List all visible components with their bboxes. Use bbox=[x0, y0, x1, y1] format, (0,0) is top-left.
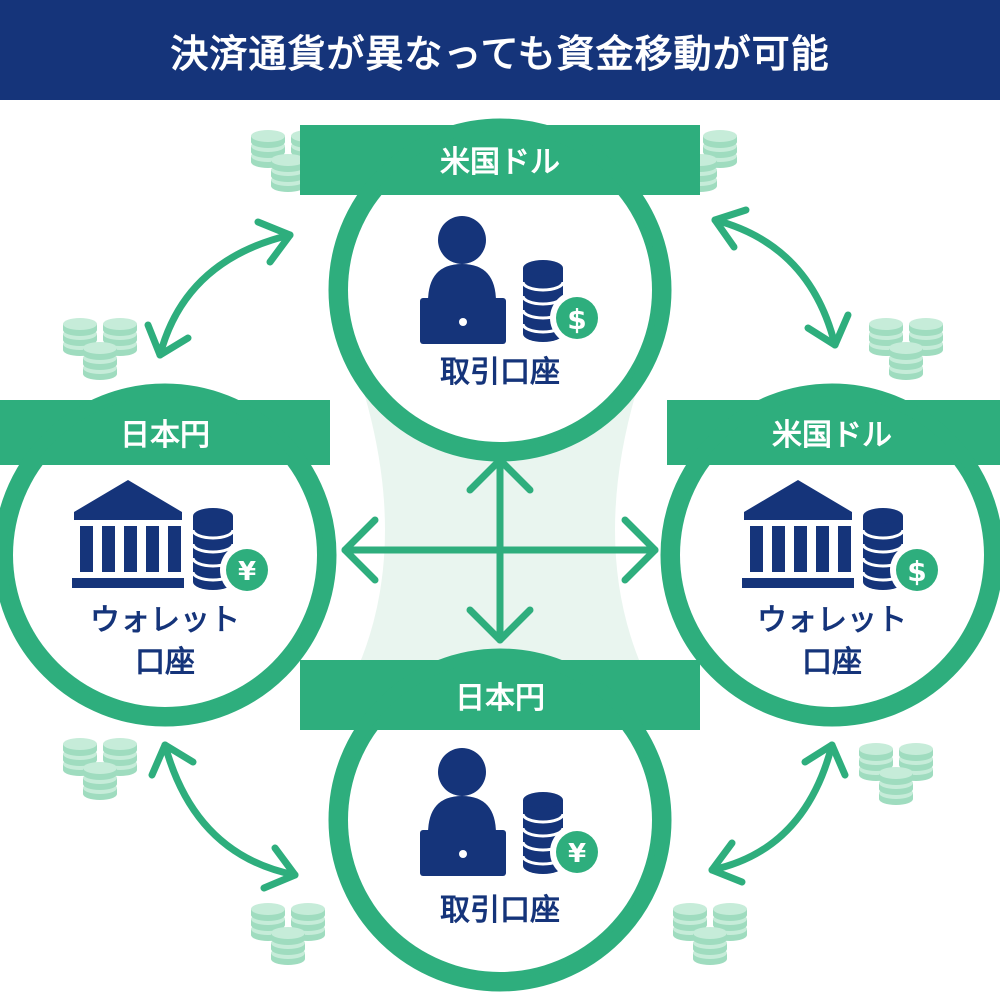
yen-coin-icon: ¥ bbox=[550, 825, 604, 879]
double-arrow-top-right-icon bbox=[711, 206, 852, 349]
double-arrow-bottom-right-icon bbox=[708, 741, 849, 886]
currency-label: 日本円 bbox=[120, 418, 210, 453]
person-laptop-icon bbox=[420, 748, 506, 876]
coin-pile-icon bbox=[63, 738, 137, 800]
account-type-label: ウォレット bbox=[90, 603, 240, 638]
title-banner: 決済通貨が異なっても資金移動が可能 bbox=[0, 0, 1000, 100]
coin-pile-icon bbox=[63, 318, 137, 380]
svg-text:$: $ bbox=[907, 555, 926, 588]
double-arrow-bottom-left-icon bbox=[148, 741, 299, 892]
currency-label: 米国ドル bbox=[772, 418, 892, 453]
yen-coin-icon: ¥ bbox=[220, 543, 274, 597]
bank-icon bbox=[742, 480, 854, 588]
four-way-arrow-icon bbox=[341, 456, 659, 644]
coin-pile-icon bbox=[251, 903, 325, 965]
dollar-coin-icon: $ bbox=[890, 543, 944, 597]
account-type-label: 口座 bbox=[135, 645, 195, 680]
coin-pile-icon bbox=[859, 743, 933, 805]
node-right: 米国ドル $ ウォレット 口座 bbox=[660, 383, 1000, 727]
account-type-label: 取引口座 bbox=[440, 355, 560, 390]
account-type-label: 取引口座 bbox=[440, 893, 560, 928]
dollar-coin-icon: $ bbox=[550, 291, 604, 345]
coin-pile-icon bbox=[869, 318, 943, 380]
account-type-label: ウォレット bbox=[757, 603, 907, 638]
node-top: 米国ドル $ 取引口座 bbox=[300, 118, 700, 462]
svg-text:¥: ¥ bbox=[238, 557, 256, 587]
bank-icon bbox=[72, 480, 184, 588]
account-type-label: 口座 bbox=[802, 645, 862, 680]
node-left: 日本円 ¥ ウォレット 口座 bbox=[0, 383, 337, 727]
coin-pile-icon bbox=[673, 903, 747, 965]
svg-text:$: $ bbox=[567, 303, 586, 336]
currency-label: 日本円 bbox=[455, 681, 545, 716]
svg-text:¥: ¥ bbox=[568, 839, 586, 869]
double-arrow-top-left-icon bbox=[144, 218, 294, 359]
person-laptop-icon bbox=[420, 216, 506, 344]
currency-label: 米国ドル bbox=[440, 145, 560, 180]
node-bottom: 日本円 ¥ 取引口座 bbox=[300, 648, 700, 992]
page-title: 決済通貨が異なっても資金移動が可能 bbox=[170, 31, 830, 76]
